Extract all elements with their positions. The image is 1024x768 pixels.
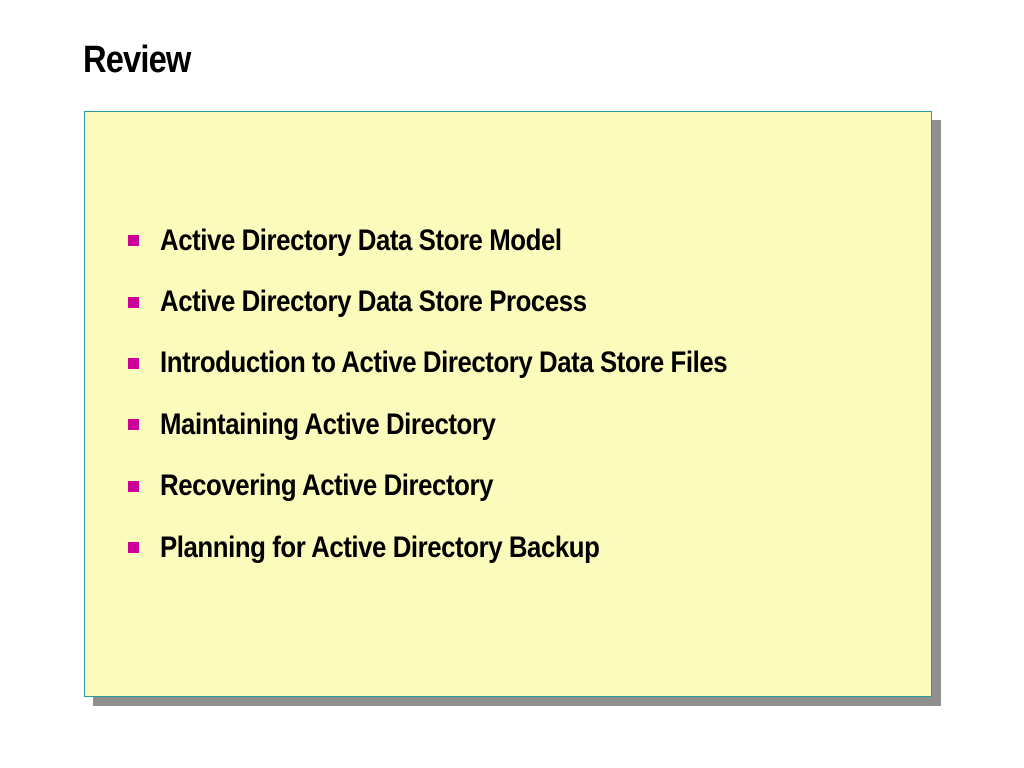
slide-title: Review xyxy=(83,39,191,81)
bullet-item: Planning for Active Directory Backup xyxy=(128,517,820,578)
square-bullet-icon xyxy=(128,357,139,369)
square-bullet-icon xyxy=(128,235,139,247)
bullet-list: Active Directory Data Store Model Active… xyxy=(128,210,820,578)
square-bullet-icon xyxy=(128,542,139,554)
bullet-item: Recovering Active Directory xyxy=(128,456,820,517)
bullet-item: Maintaining Active Directory xyxy=(128,394,820,455)
bullet-item: Active Directory Data Store Model xyxy=(128,210,820,271)
bullet-text: Maintaining Active Directory xyxy=(160,407,496,441)
square-bullet-icon xyxy=(128,419,139,431)
bullet-text: Planning for Active Directory Backup xyxy=(160,530,600,564)
bullet-item: Active Directory Data Store Process xyxy=(128,271,820,332)
square-bullet-icon xyxy=(128,296,139,308)
bullet-item: Introduction to Active Directory Data St… xyxy=(128,333,820,394)
bullet-text: Recovering Active Directory xyxy=(160,469,494,503)
square-bullet-icon xyxy=(128,480,139,492)
bullet-text: Active Directory Data Store Process xyxy=(160,285,587,319)
content-panel xyxy=(84,111,932,697)
bullet-text: Introduction to Active Directory Data St… xyxy=(160,346,728,380)
bullet-text: Active Directory Data Store Model xyxy=(160,223,562,257)
